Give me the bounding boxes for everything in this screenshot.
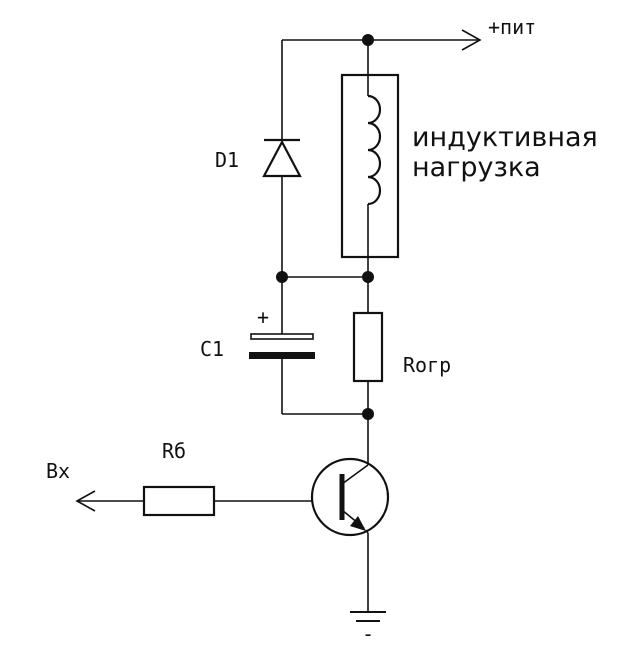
diode-label: D1 xyxy=(215,148,239,172)
inductive-load xyxy=(340,40,400,277)
power-label: +пит xyxy=(488,15,536,39)
capacitor-polarity: + xyxy=(257,305,269,329)
capacitor-c1 xyxy=(249,277,368,415)
load-label-line1: индуктивная xyxy=(412,122,598,153)
power-rail xyxy=(282,29,482,51)
ground-label: - xyxy=(362,622,374,646)
ground-symbol xyxy=(350,611,386,622)
diode-d1 xyxy=(262,40,302,277)
npn-transistor xyxy=(310,414,390,612)
load-label-line2: нагрузка xyxy=(412,152,541,183)
input-label: Вх xyxy=(46,459,70,483)
resistor-limit-label: Rогр xyxy=(403,353,451,377)
resistor-base xyxy=(78,485,312,517)
resistor-limit xyxy=(352,277,384,414)
resistor-base-label: Rб xyxy=(162,439,186,463)
capacitor-label: C1 xyxy=(200,337,224,361)
input-arrow xyxy=(75,490,96,512)
